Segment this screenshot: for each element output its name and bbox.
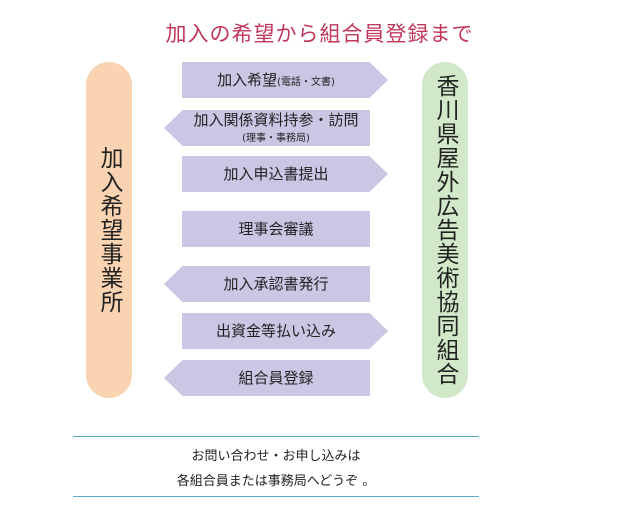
step-sublabel: (理事・事務局) [242,133,310,144]
step-box-4: 理事会審議 [182,211,388,247]
contact-note: お問い合わせ・お申し込みは 各組合員または事務局へどうぞ 。 [73,444,479,494]
divider-top [73,436,479,437]
step-box-shape [182,211,370,247]
arrow-shape-right [182,313,388,349]
arrow-shape-right [182,62,388,98]
arrow-shape-left [164,266,370,302]
step-label: 加入承認書発行 [223,274,329,293]
divider-bottom [73,496,479,497]
step-arrow-2: 加入関係資料持参・訪問(理事・事務局) [164,110,370,146]
step-label: 組合員登録 [238,368,314,387]
step-sublabel: (電話・文書) [277,76,335,88]
step-label: 加入希望(電話・文書) [217,70,335,89]
contact-line-2: 各組合員または事務局へどうぞ 。 [176,474,376,489]
step-label: 出資金等払い込み [215,321,336,340]
association-label: 香川県屋外広告美術協同組合 [432,74,458,386]
step-arrow-5: 加入承認書発行 [164,266,370,302]
arrow-shape-left [164,110,370,146]
step-label: 加入関係資料持参・訪問(理事・事務局) [193,110,359,144]
step-label: 加入申込書提出 [223,164,329,183]
step-arrow-6: 出資金等払い込み [182,313,388,349]
step-arrow-3: 加入申込書提出 [182,156,388,192]
step-arrow-7: 組合員登録 [164,360,370,396]
association-pill: 香川県屋外広告美術協同組合 [422,62,468,398]
step-arrow-1: 加入希望(電話・文書) [182,62,388,98]
applicant-pill: 加入希望事業所 [86,62,132,398]
diagram-title: 加入の希望から組合員登録まで [165,22,474,46]
arrow-shape-right [182,156,388,192]
applicant-label: 加入希望事業所 [96,146,122,314]
arrow-shape-left [164,360,370,396]
contact-line-1: お問い合わせ・お申し込みは [191,449,361,464]
step-label: 理事会審議 [238,219,314,238]
